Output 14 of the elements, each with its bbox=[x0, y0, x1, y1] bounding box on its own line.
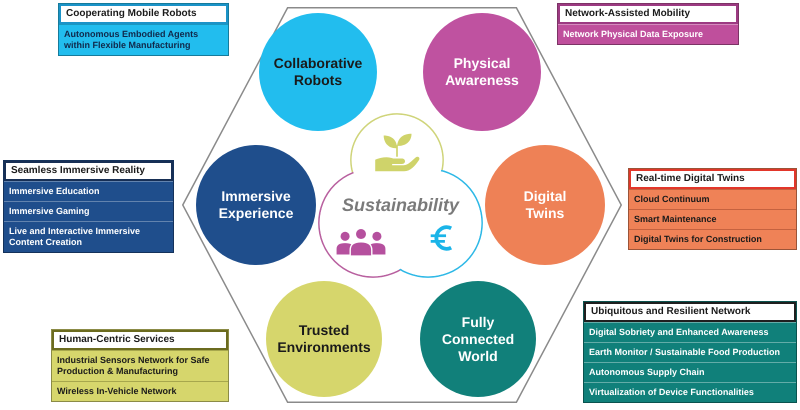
callout-panel bbox=[628, 168, 797, 250]
callout-header: Cooperating Mobile Robots bbox=[59, 4, 228, 24]
callout-header: Seamless Immersive Reality bbox=[4, 161, 173, 181]
callout-panel bbox=[3, 160, 174, 253]
callout-header: Human-Centric Services bbox=[52, 330, 228, 350]
callout-panel bbox=[51, 329, 229, 402]
sustainability-cloud bbox=[318, 113, 483, 278]
callout-panel bbox=[557, 3, 739, 45]
callout-panel bbox=[583, 301, 797, 403]
callout-panel bbox=[58, 3, 229, 56]
callout-header: Real-time Digital Twins bbox=[629, 169, 796, 189]
center-title: Sustainability bbox=[342, 194, 460, 216]
callout-header: Network-Assisted Mobility bbox=[558, 4, 738, 24]
callout-header: Ubiquitous and Resilient Network bbox=[584, 302, 796, 322]
